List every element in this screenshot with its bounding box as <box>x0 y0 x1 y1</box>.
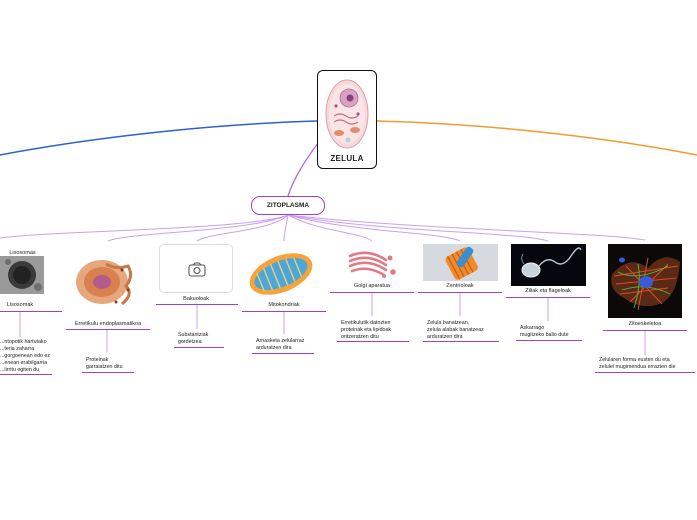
right-branch-line <box>376 120 697 156</box>
node-golgi-description: Erretikulutik datozten proteinak eta lip… <box>341 320 392 340</box>
node-bakuolo-title[interactable]: Bakuoloak <box>183 296 209 302</box>
root-to-zitoplasma-line <box>287 141 320 197</box>
golgi-image <box>348 251 396 278</box>
node-erretikulu-description: Proteinak garraiatzen ditu <box>86 357 123 370</box>
node-lisosomak-underline <box>0 311 62 312</box>
node-erretikulu-underline <box>66 329 150 330</box>
node-mitokondria-underline <box>242 311 326 312</box>
root-title: ZELULA <box>330 154 364 163</box>
animal-cell-image <box>325 79 369 149</box>
node-lisosomak-title[interactable]: Lisosomak <box>6 302 34 308</box>
node-zilia-underline <box>506 297 590 298</box>
root-node-zelula[interactable]: ZELULA <box>317 70 377 169</box>
node-mitokondria-title[interactable]: Mitokondriak <box>268 302 300 308</box>
zilia-flagelo-image <box>511 244 586 286</box>
node-zentriolo-title[interactable]: Zentrioloak <box>446 283 474 289</box>
node-zitoeskeleto-description: Zelularen forma eusten du eta zelulei mu… <box>599 357 676 370</box>
node-lisosomak-description-underline <box>0 374 52 375</box>
node-lisosomak-description: ...ntopotik hartutako ...teria zaharra .… <box>0 339 51 373</box>
zentriolo-image <box>423 244 498 281</box>
node-bakuolo-description: Substantziak gordetzea <box>178 332 209 345</box>
node-bakuolo-underline <box>156 304 238 305</box>
node-mitokondria-description: Arnasketa zelularraz arduratzen dira <box>256 338 305 351</box>
node-mitokondria-description-underline <box>252 353 314 354</box>
lisosoma-image <box>0 256 44 294</box>
node-zentriolo-underline <box>418 292 502 293</box>
left-branch-line <box>0 120 318 156</box>
mitokondria-image <box>249 253 313 295</box>
node-zitoeskeleto-title[interactable]: Zitoeskeletoa <box>628 321 662 327</box>
node-golgi-underline <box>330 292 414 293</box>
lisosoma-image-caption: Lisosomas <box>9 250 36 256</box>
node-zilia-description-underline <box>516 340 582 341</box>
node-zitoeskeleto-description-underline <box>595 372 695 373</box>
node-golgi-title[interactable]: Golgi aparatua <box>353 283 391 289</box>
node-zentriolo-description-underline <box>423 341 499 342</box>
zitoplasma-node[interactable]: ZITOPLASMA <box>251 196 325 215</box>
camera-icon <box>188 262 206 277</box>
node-golgi-description-underline <box>337 341 409 342</box>
node-erretikulu-title[interactable]: Erretikulu endoplasmatikoa <box>74 321 142 327</box>
node-bakuolo-description-underline <box>174 347 224 348</box>
node-erretikulu-description-underline <box>82 372 134 373</box>
node-zentriolo-description: Zelula banatzean, zelula alabak banatzea… <box>427 320 484 340</box>
zitoeskeleto-image <box>608 244 682 318</box>
bakuolo-image-placeholder <box>159 244 233 293</box>
node-zitoeskeleto-underline <box>603 330 687 331</box>
node-zilia-description: Askarrago mugitzeko balio dute <box>520 325 569 338</box>
erretikulu-image <box>76 260 133 306</box>
node-zilia-title[interactable]: Ziliak eta flageloak <box>525 288 571 294</box>
